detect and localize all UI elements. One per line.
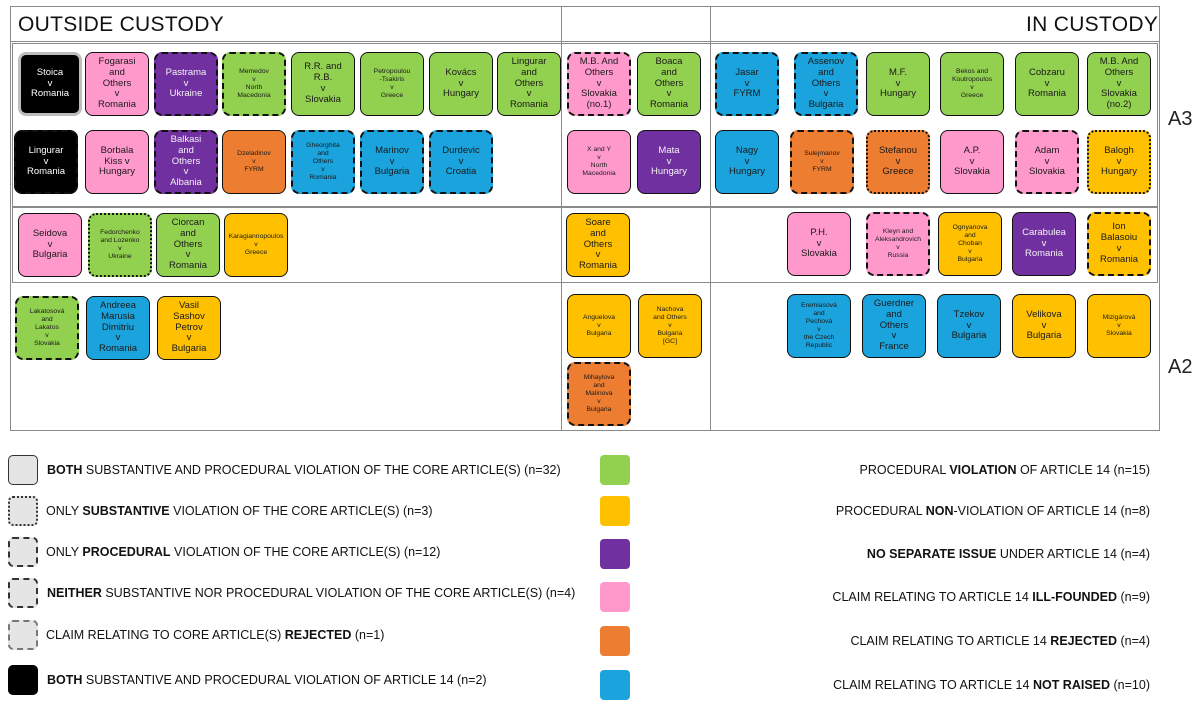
case-box: Fedorchenko and Lozenko v Ukraine bbox=[88, 213, 152, 277]
case-box: M.B. And Others v Slovakia (no.2) bbox=[1087, 52, 1151, 116]
legend-color-label: PROCEDURAL VIOLATION OF ARTICLE 14 (n=15… bbox=[859, 463, 1151, 477]
legend-border-label: ONLY PROCEDURAL VIOLATION OF THE CORE AR… bbox=[46, 545, 441, 559]
legend-border-swatch bbox=[8, 496, 38, 526]
legend-border-label: BOTH SUBSTANTIVE AND PROCEDURAL VIOLATIO… bbox=[47, 673, 487, 687]
legend-border-swatch bbox=[8, 537, 38, 567]
case-box: Fogarasi and Others v Romania bbox=[85, 52, 149, 116]
case-box: Vasil Sashov Petrov v Bulgaria bbox=[157, 296, 221, 360]
case-box: X and Y v North Macedonia bbox=[567, 130, 631, 194]
row-mid-frame bbox=[12, 207, 1158, 283]
case-box: Nagy v Hungary bbox=[715, 130, 779, 194]
case-box: Marinov v Bulgaria bbox=[360, 130, 424, 194]
legend-color-label: CLAIM RELATING TO ARTICLE 14 ILL-FOUNDED… bbox=[832, 590, 1150, 604]
legend-border-label: BOTH SUBSTANTIVE AND PROCEDURAL VIOLATIO… bbox=[47, 463, 561, 477]
case-box: Eremiasová and Pechová v the Czech Repub… bbox=[787, 294, 851, 358]
case-box: Jasar v FYRM bbox=[715, 52, 779, 116]
legend-border-swatch bbox=[8, 620, 38, 650]
row-label-a3: A3 bbox=[1168, 108, 1193, 130]
case-box: Carabulea v Romania bbox=[1012, 212, 1076, 276]
case-box: Mihaylova and Malinova v Bulgaria bbox=[567, 362, 631, 426]
row-label-a2: A2 bbox=[1168, 356, 1193, 378]
legend-color-swatch bbox=[600, 626, 630, 656]
legend-color-swatch bbox=[600, 496, 630, 526]
case-box: Kovács v Hungary bbox=[429, 52, 493, 116]
case-box: Petropoulou -Tsakiris v Greece bbox=[360, 52, 424, 116]
case-box: Mizigárová v Slovakia bbox=[1087, 294, 1151, 358]
case-box: Stefanou v Greece bbox=[866, 130, 930, 194]
case-box: Bekos and Koutropoulos v Greece bbox=[940, 52, 1004, 116]
case-box: Karagiannopoulos v Greece bbox=[224, 213, 288, 277]
legend-color-label: PROCEDURAL NON-VIOLATION OF ARTICLE 14 (… bbox=[835, 504, 1150, 518]
legend-border-label: CLAIM RELATING TO CORE ARTICLE(S) REJECT… bbox=[46, 628, 385, 642]
case-box: Anguelova v Bulgaria bbox=[567, 294, 631, 358]
legend-color-label: CLAIM RELATING TO ARTICLE 14 NOT RAISED … bbox=[833, 678, 1150, 692]
case-box: Guerdner and Others v France bbox=[862, 294, 926, 358]
case-box: Pastrama v Ukraine bbox=[154, 52, 218, 116]
case-box: Gheorghita and Others v Romania bbox=[291, 130, 355, 194]
case-box: A.P. v Slovakia bbox=[940, 130, 1004, 194]
case-box: Assenov and Others v Bulgaria bbox=[794, 52, 858, 116]
legend-border-swatch bbox=[8, 455, 38, 485]
case-box: Stoica v Romania bbox=[18, 52, 82, 116]
case-box: Memedov v North Macedonia bbox=[222, 52, 286, 116]
case-box: Soare and Others v Romania bbox=[566, 213, 630, 277]
case-box: M.B. And Others v Slovakia (no.1) bbox=[567, 52, 631, 116]
legend-border-swatch bbox=[8, 578, 38, 608]
case-box: Velikova v Bulgaria bbox=[1012, 294, 1076, 358]
case-box: Lingurar v Romania bbox=[14, 130, 78, 194]
case-box: Lingurar and Others v Romania bbox=[497, 52, 561, 116]
legend-border-label: ONLY SUBSTANTIVE VIOLATION OF THE CORE A… bbox=[46, 504, 433, 518]
row-a3-frame bbox=[12, 43, 1158, 207]
case-box: Lakatosová and Lakatos v Slovakia bbox=[15, 296, 79, 360]
case-box: Cobzaru v Romania bbox=[1015, 52, 1079, 116]
legend-color-swatch bbox=[600, 670, 630, 700]
case-box: Adam v Slovakia bbox=[1015, 130, 1079, 194]
case-box: Balogh v Hungary bbox=[1087, 130, 1151, 194]
case-box: P.H. v Slovakia bbox=[787, 212, 851, 276]
legend-color-label: NO SEPARATE ISSUE UNDER ARTICLE 14 (n=4) bbox=[866, 547, 1150, 561]
case-box: Balkasi and Others v Albania bbox=[154, 130, 218, 194]
legend-color-swatch bbox=[600, 539, 630, 569]
case-box: Nachova and Others v Bulgaria [GC] bbox=[638, 294, 702, 358]
case-box: Mata v Hungary bbox=[637, 130, 701, 194]
legend-color-swatch bbox=[600, 455, 630, 485]
case-box: Boaca and Others v Romania bbox=[637, 52, 701, 116]
case-box: Borbala Kiss v Hungary bbox=[85, 130, 149, 194]
case-box: Andreea Marusia Dimitriu v Romania bbox=[86, 296, 150, 360]
legend-color-label: CLAIM RELATING TO ARTICLE 14 REJECTED (n… bbox=[850, 634, 1150, 648]
case-box: Ciorcan and Others v Romania bbox=[156, 213, 220, 277]
in-custody-header: IN CUSTODY bbox=[1026, 13, 1159, 36]
legend-color-swatch bbox=[600, 582, 630, 612]
column-divider-left bbox=[561, 6, 711, 431]
case-box: Sulejmanov v FYRM bbox=[790, 130, 854, 194]
case-box: Durdevic v Croatia bbox=[429, 130, 493, 194]
case-box: Ognyanova and Choban v Bulgaria bbox=[938, 212, 1002, 276]
case-box: Kleyn and Aleksandrovich v Russia bbox=[866, 212, 930, 276]
case-box: Ion Balasoiu v Romania bbox=[1087, 212, 1151, 276]
legend-border-swatch bbox=[8, 665, 38, 695]
case-box: Seidova v Bulgaria bbox=[18, 213, 82, 277]
case-box: Dzeladinov v FYRM bbox=[222, 130, 286, 194]
legend-border-label: NEITHER SUBSTANTIVE NOR PROCEDURAL VIOLA… bbox=[47, 586, 576, 600]
case-box: M.F. v Hungary bbox=[866, 52, 930, 116]
case-box: Tzekov v Bulgaria bbox=[937, 294, 1001, 358]
case-box: R.R. and R.B. v Slovakia bbox=[291, 52, 355, 116]
outside-custody-header: OUTSIDE CUSTODY bbox=[18, 13, 224, 36]
